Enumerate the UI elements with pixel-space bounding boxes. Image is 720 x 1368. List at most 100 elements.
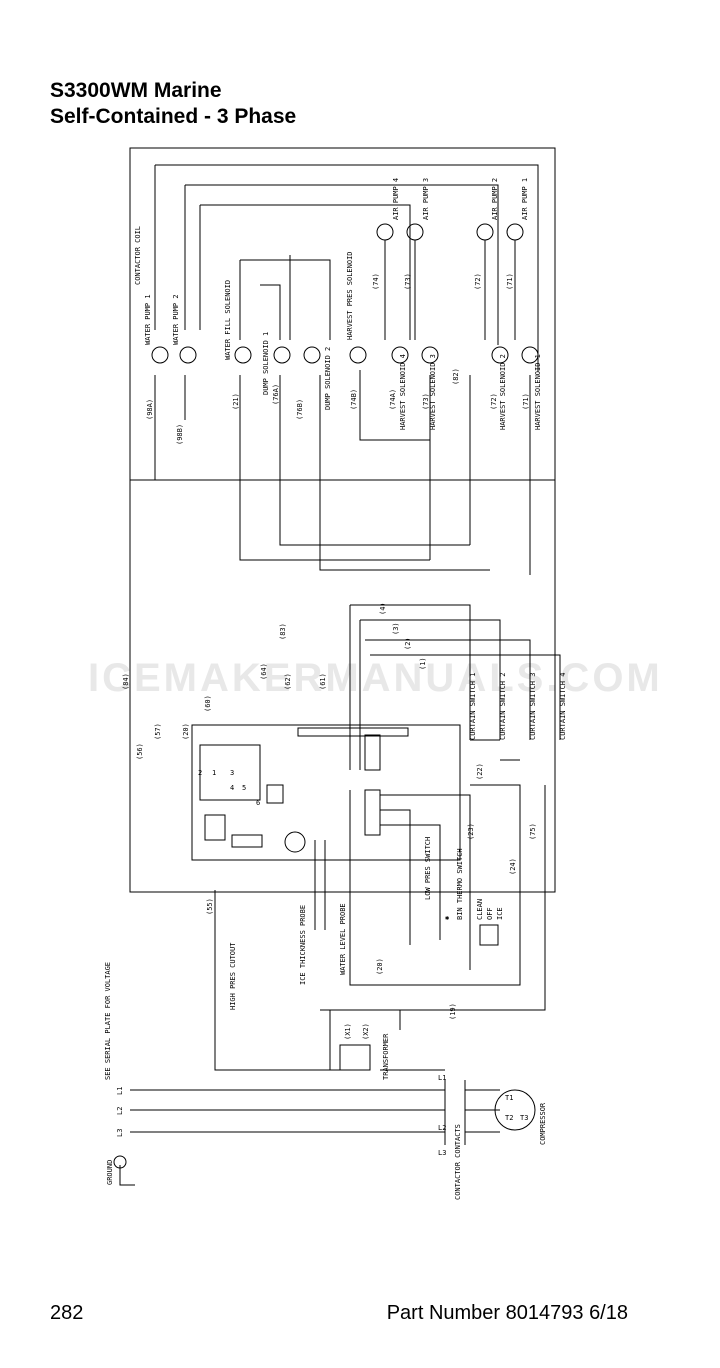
label-serial-plate: SEE SERIAL PLATE FOR VOLTAGE <box>104 962 112 1080</box>
wire-number: (55) <box>206 898 214 915</box>
wire-number: (60) <box>204 695 212 712</box>
label-contactor-contacts: CONTACTOR CONTACTS <box>454 1124 462 1200</box>
wire-number: (82) <box>452 368 460 385</box>
wire-number: (76A) <box>272 384 280 405</box>
label-low-pres: LOW PRES SWITCH <box>424 837 432 900</box>
wire-number: (73) <box>422 393 430 410</box>
board-pin: 6 <box>256 799 260 807</box>
compressor-symbol <box>494 1089 536 1131</box>
label-clean: CLEAN <box>476 899 484 920</box>
wire-number: (20) <box>376 958 384 975</box>
wire-number: (22) <box>476 763 484 780</box>
title-line-2: Self-Contained - 3 Phase <box>50 105 297 128</box>
water-pump-2-symbol <box>179 346 197 364</box>
harvest-pres-solenoid-symbol <box>349 346 367 364</box>
label-harvest-2: HARVEST SOLENOID 2 <box>499 354 507 430</box>
label-water-pump-2: WATER PUMP 2 <box>172 294 180 345</box>
wire-number: (4) <box>379 602 387 615</box>
label-t2: T2 <box>505 1114 513 1122</box>
contact-label-l3: L3 <box>438 1149 446 1157</box>
label-x1: (X1) <box>344 1023 352 1040</box>
water-fill-solenoid-symbol <box>234 346 252 364</box>
harvest-solenoid-3-symbol <box>421 346 439 364</box>
page-title: S3300WM Marine Self-Contained - 3 Phase <box>50 78 296 130</box>
label-air-pump-4: AIR PUMP 4 <box>392 178 400 220</box>
outer-loop-wire <box>129 147 556 893</box>
label-curtain-4: CURTAIN SWITCH 4 <box>559 673 567 740</box>
wire-number: (2) <box>404 637 412 650</box>
label-curtain-3: CURTAIN SWITCH 3 <box>529 673 537 740</box>
label-dump-2: DUMP SOLENOID 2 <box>324 347 332 410</box>
board-pin: 5 <box>242 784 246 792</box>
contact-label-l1: L1 <box>438 1074 446 1082</box>
board-pin: 3 <box>230 769 234 777</box>
wire-number: (56) <box>136 743 144 760</box>
control-board-outline <box>191 724 461 861</box>
contact-label-l2: L2 <box>438 1124 446 1132</box>
wire-top-3 <box>200 204 411 340</box>
wire-number: (73) <box>404 273 412 290</box>
wire-number: (74A) <box>389 389 397 410</box>
air-pump-4-symbol <box>376 223 394 241</box>
label-harvest-pres: HARVEST PRES SOLENOID <box>346 251 354 340</box>
wire-number: (98B) <box>176 424 184 445</box>
label-l3: L3 <box>116 1129 124 1137</box>
label-ice: ICE <box>496 907 504 920</box>
label-curtain-1: CURTAIN SWITCH 1 <box>469 673 477 740</box>
wire-top-2 <box>185 184 499 345</box>
label-compressor: COMPRESSOR <box>539 1102 547 1145</box>
label-air-pump-2: AIR PUMP 2 <box>491 178 499 220</box>
watermark: ICEMAKERMANUALS.COM <box>88 656 663 700</box>
wire-top-1 <box>155 164 539 372</box>
air-pump-3-symbol <box>406 223 424 241</box>
wire-number: (3) <box>392 622 400 635</box>
label-water-pump-1: WATER PUMP 1 <box>144 294 152 345</box>
wire-number: (24) <box>509 858 517 875</box>
harvest-solenoid-2-symbol <box>491 346 509 364</box>
ground-symbol <box>113 1155 127 1169</box>
wire-number: (61) <box>319 673 327 690</box>
page-number: 282 <box>50 1302 84 1324</box>
wire-number: (20) <box>182 723 190 740</box>
label-air-pump-1: AIR PUMP 1 <box>521 178 529 220</box>
label-t1: T1 <box>505 1094 513 1102</box>
label-harvest-4: HARVEST SOLENOID 4 <box>399 354 407 430</box>
wire-number: (84) <box>122 673 130 690</box>
label-star: ✱ <box>445 914 450 922</box>
title-line-1: S3300WM Marine <box>50 79 222 102</box>
label-contactor-coil: CONTACTOR COIL <box>134 226 142 285</box>
label-t3: T3 <box>520 1114 528 1122</box>
wire-number: (71) <box>522 393 530 410</box>
label-x2: (X2) <box>362 1023 370 1040</box>
wire-number: (75) <box>529 823 537 840</box>
board-pin: 1 <box>212 769 216 777</box>
wire-number: (64) <box>260 663 268 680</box>
label-curtain-2: CURTAIN SWITCH 2 <box>499 673 507 740</box>
wire-number: (74B) <box>350 389 358 410</box>
wire-number: (98A) <box>146 399 154 420</box>
wire-number: (62) <box>284 673 292 690</box>
wire-number: (74) <box>372 273 380 290</box>
wire-number: (23) <box>467 823 475 840</box>
label-water-probe: WATER LEVEL PROBE <box>339 903 347 975</box>
water-pump-1-symbol <box>151 346 169 364</box>
wire-number: (72) <box>490 393 498 410</box>
board-pin: 4 <box>230 784 234 792</box>
label-air-pump-3: AIR PUMP 3 <box>422 178 430 220</box>
label-ice-probe: ICE THICKNESS PROBE <box>299 905 307 985</box>
wire-number: (21) <box>232 393 240 410</box>
wire-number: (83) <box>279 623 287 640</box>
harvest-solenoid-1-symbol <box>521 346 539 364</box>
label-high-pres: HIGH PRES CUTOUT <box>229 942 237 1010</box>
part-number: Part Number 8014793 6/18 <box>386 1302 628 1324</box>
wire-number: (71) <box>506 273 514 290</box>
wire-number: (57) <box>154 723 162 740</box>
label-transformer: TRANSFORMER <box>382 1033 390 1080</box>
label-l1: L1 <box>116 1087 124 1095</box>
board-pin: 2 <box>198 769 202 777</box>
air-pump-1-symbol <box>506 223 524 241</box>
label-harvest-1: HARVEST SOLENOID 1 <box>534 354 542 430</box>
dump-solenoid-1-symbol <box>273 346 291 364</box>
wire-number: (19) <box>449 1003 457 1020</box>
